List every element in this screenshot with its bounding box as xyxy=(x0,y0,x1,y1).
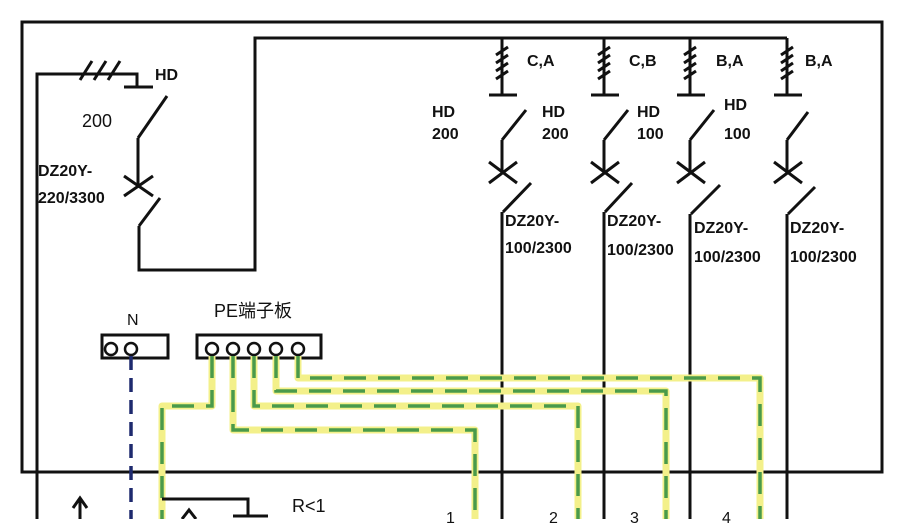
pe-terminal-label: PE端子板 xyxy=(214,301,293,321)
neutral-terminal-block xyxy=(100,333,170,519)
ground-symbols xyxy=(71,495,268,519)
branch-3-breaker-model: DZ20Y- xyxy=(694,220,749,237)
branch-2-breaker-rating: 100/2300 xyxy=(607,242,674,259)
branch-4-phase: B,A xyxy=(805,53,833,70)
branch-3-fuse-label: HD xyxy=(637,104,661,121)
branch-3-phase: B,A xyxy=(716,53,744,70)
branch-4-fuse-label: HD xyxy=(724,97,748,114)
ground-resistance-label: R<1 xyxy=(292,496,326,516)
neutral-terminal-label: N xyxy=(127,312,139,329)
branch-2 xyxy=(590,38,634,519)
branch-2-fuse-rating: 200 xyxy=(542,126,569,143)
circuit-number-1: 1 xyxy=(446,510,455,527)
branch-2-breaker-model: DZ20Y- xyxy=(607,213,662,230)
branch-1-breaker-rating: 100/2300 xyxy=(505,240,572,257)
branch-1-fuse-rating: 200 xyxy=(432,126,459,143)
main-breaker-rating: 220/3300 xyxy=(38,190,105,207)
circuit-number-3: 3 xyxy=(630,510,639,527)
branch-4-breaker-rating: 100/2300 xyxy=(790,249,857,266)
branch-2-phase: C,B xyxy=(629,53,657,70)
branch-1-phase: C,A xyxy=(527,53,555,70)
circuit-number-4: 4 xyxy=(722,510,731,527)
branch-4-fuse-rating: 100 xyxy=(724,126,751,143)
branch-4-breaker-model: DZ20Y- xyxy=(790,220,845,237)
pe-terminal-block xyxy=(195,333,323,360)
cabinet-outline xyxy=(20,20,884,474)
main-switch-assembly xyxy=(35,36,787,519)
branch-3 xyxy=(676,38,722,519)
branch-4 xyxy=(773,38,817,519)
main-fuse-rating: 200 xyxy=(82,111,113,131)
circuit-number-2: 2 xyxy=(549,510,558,527)
main-breaker-model: DZ20Y- xyxy=(38,163,93,180)
branch-3-fuse-rating: 100 xyxy=(637,126,664,143)
branch-1-breaker-model: DZ20Y- xyxy=(505,213,560,230)
branch-2-fuse-label: HD xyxy=(542,104,566,121)
pe-wires xyxy=(158,356,764,519)
main-fuse-label: HD xyxy=(155,67,179,84)
branch-1-fuse-label: HD xyxy=(432,104,456,121)
branch-1 xyxy=(488,38,533,519)
branch-3-breaker-rating: 100/2300 xyxy=(694,249,761,266)
